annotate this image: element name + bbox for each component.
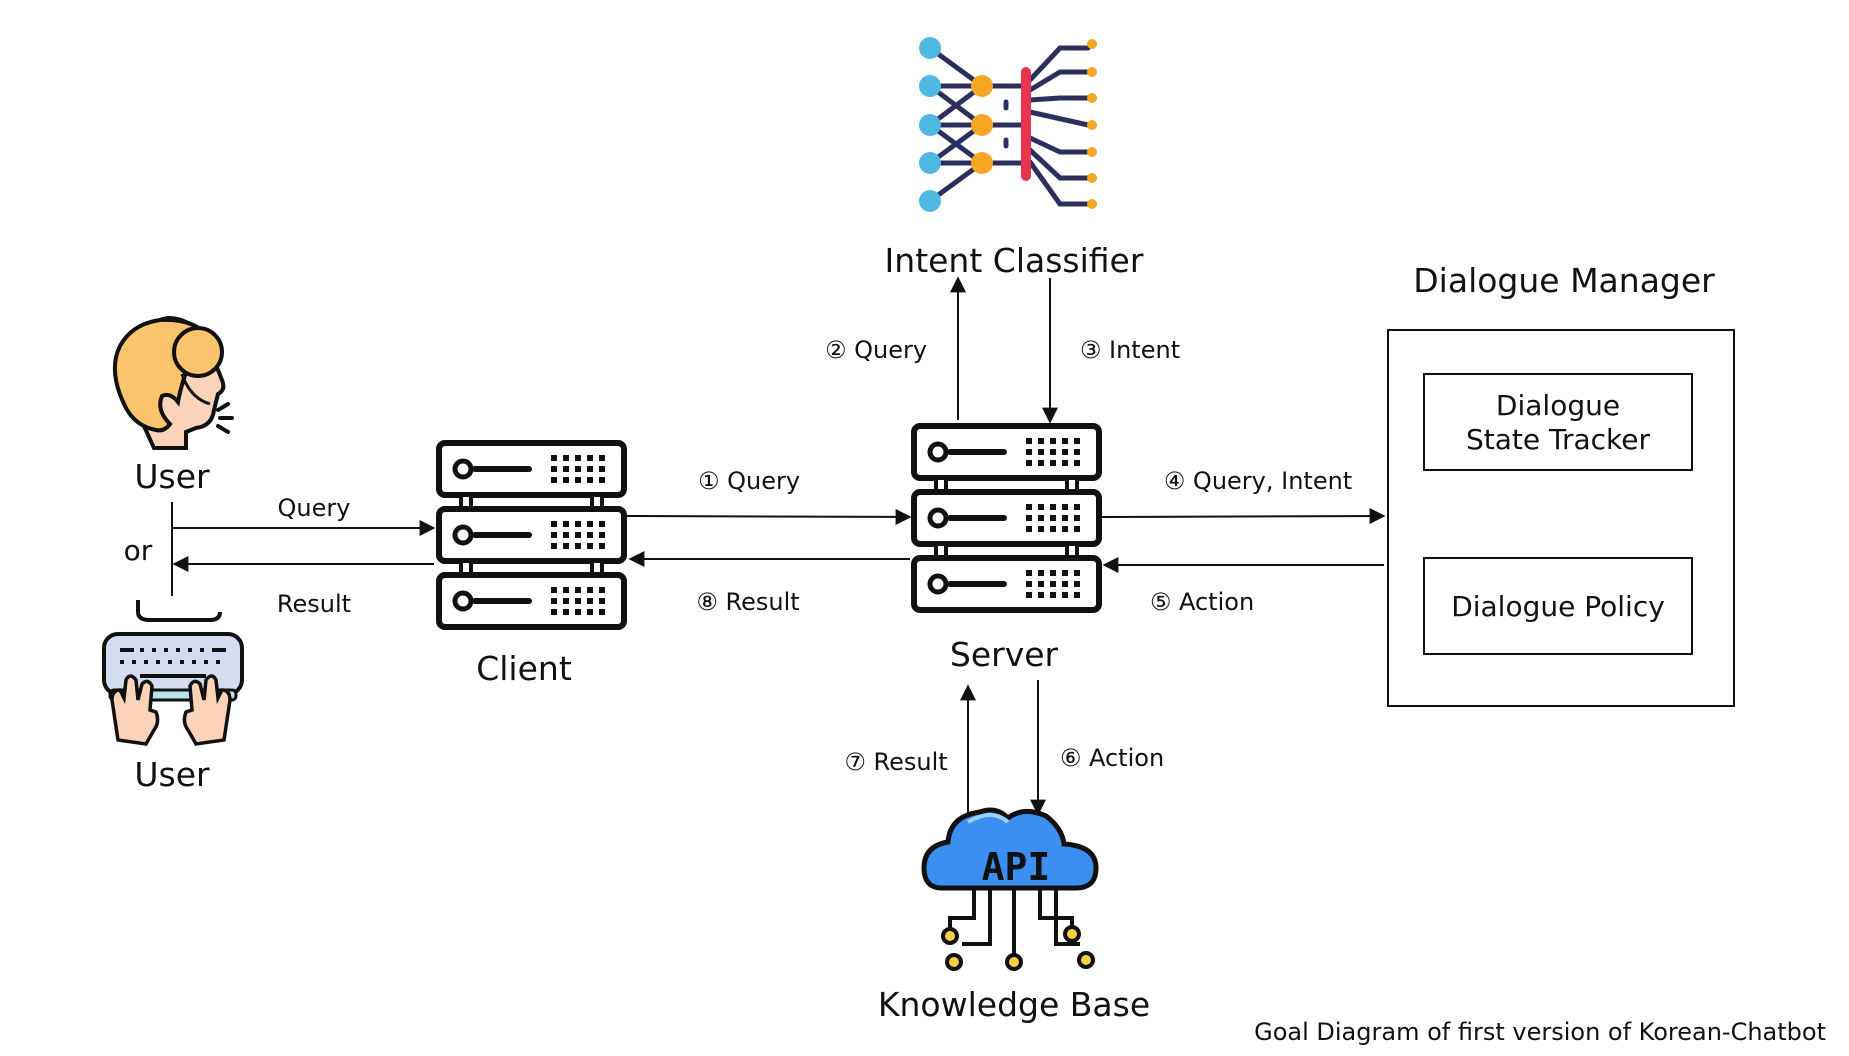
user-query-label: Query — [278, 494, 351, 522]
client-to-server-arrow — [623, 508, 912, 525]
server-to-dm-arrow — [1101, 508, 1386, 525]
step3-label: ③ Intent — [1080, 336, 1180, 364]
diagram-caption: Goal Diagram of first version of Korean-… — [1254, 1018, 1826, 1046]
dialogue-manager-label: Dialogue Manager — [1413, 261, 1715, 300]
cloud-api-icon: API — [921, 807, 1099, 971]
step7-label: ⑦ Result — [844, 748, 947, 776]
neural-network-icon — [919, 37, 1097, 212]
user-speaking-icon — [112, 315, 234, 450]
step4-label: ④ Query, Intent — [1164, 467, 1352, 495]
step2-label: ② Query — [825, 336, 927, 364]
knowledge-base-label: Knowledge Base — [878, 985, 1150, 1024]
step1-label: ① Query — [698, 467, 800, 495]
step8-label: ⑧ Result — [696, 588, 799, 616]
state-tracker-label-line1: Dialogue — [1496, 389, 1620, 422]
api-icon-label: API — [982, 845, 1051, 889]
user-result-label: Result — [277, 590, 351, 618]
server-label: Server — [950, 635, 1059, 674]
dialogue-policy-label: Dialogue Policy — [1451, 590, 1665, 623]
client-server-icon — [439, 443, 624, 627]
client-label: Client — [476, 649, 572, 688]
step5-label: ⑤ Action — [1150, 588, 1254, 616]
step6-label: ⑥ Action — [1060, 744, 1164, 772]
server-icon — [914, 426, 1099, 610]
user-speaker-label: User — [134, 457, 210, 496]
intent-classifier-label: Intent Classifier — [885, 241, 1144, 280]
user-typing-icon — [102, 600, 244, 746]
dialogue-policy-box — [1423, 557, 1693, 655]
state-tracker-box — [1423, 373, 1693, 471]
user-keyboard-label: User — [134, 755, 210, 794]
or-label: or — [124, 534, 153, 567]
state-tracker-label-line2: State Tracker — [1466, 423, 1651, 456]
